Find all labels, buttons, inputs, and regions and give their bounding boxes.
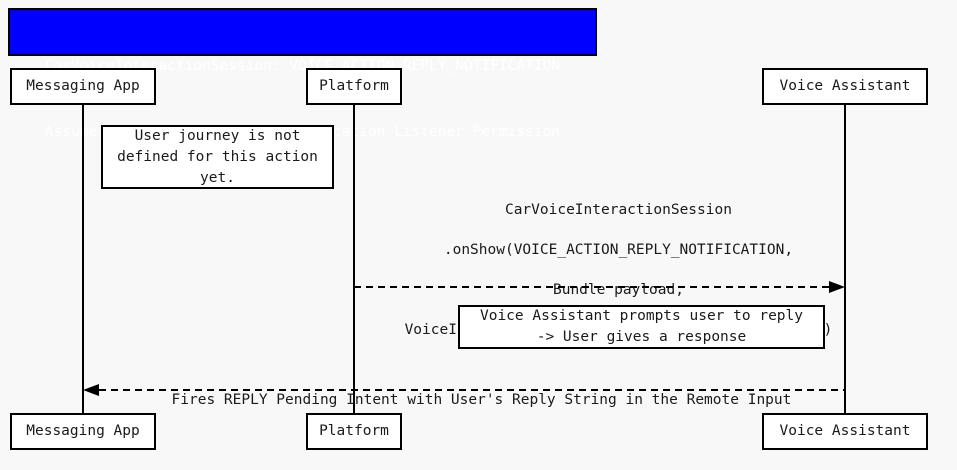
- message-line-1: CarVoiceInteractionSession: [504, 202, 732, 218]
- participant-label: Platform: [319, 423, 389, 439]
- participant-label: Voice Assistant: [779, 78, 911, 94]
- note-line-1: User journey is not: [134, 127, 301, 144]
- participant-voice-assistant-top[interactable]: Voice Assistant: [762, 68, 928, 105]
- note-voice-prompt: Voice Assistant prompts user to reply -> …: [458, 305, 825, 349]
- participant-messaging-app-bottom[interactable]: Messaging App: [10, 413, 156, 450]
- participant-label: Platform: [319, 78, 389, 94]
- diagram-title-box: CarVoiceInteractionSession: VOICE_ACTION…: [8, 8, 597, 140]
- participant-label: Voice Assistant: [779, 423, 911, 439]
- message-line-2: .onShow(VOICE_ACTION_REPLY_NOTIFICATION,: [443, 242, 794, 258]
- participant-voice-assistant-bottom[interactable]: Voice Assistant: [762, 413, 928, 450]
- message-line-1: Fires REPLY Pending Intent with User's R…: [171, 392, 792, 408]
- note-line-2: defined for this action: [117, 148, 318, 165]
- lifeline-platform: [353, 105, 355, 414]
- note-user-journey: User journey is not defined for this acti…: [101, 125, 334, 189]
- lifeline-messaging-app: [82, 105, 84, 414]
- note-line-2: -> User gives a response: [536, 329, 747, 345]
- note-line-1: Voice Assistant prompts user to reply: [479, 308, 803, 324]
- participant-label: Messaging App: [26, 423, 140, 439]
- participant-label: Messaging App: [26, 78, 140, 94]
- message-reply-intent-label: Fires REPLY Pending Intent with User's R…: [84, 370, 844, 430]
- note-user-journey-text: User journey is not defined for this acti…: [103, 126, 332, 189]
- message-onshow-arrow: [354, 281, 845, 293]
- participant-platform-top[interactable]: Platform: [306, 68, 402, 105]
- participant-messaging-app-top[interactable]: Messaging App: [10, 68, 156, 105]
- note-voice-prompt-text: Voice Assistant prompts user to reply -> …: [460, 306, 823, 348]
- note-line-3: yet.: [200, 169, 235, 186]
- lifeline-voice-assistant: [844, 105, 846, 414]
- message-reply-intent-arrow: [83, 384, 845, 396]
- participant-platform-bottom[interactable]: Platform: [306, 413, 402, 450]
